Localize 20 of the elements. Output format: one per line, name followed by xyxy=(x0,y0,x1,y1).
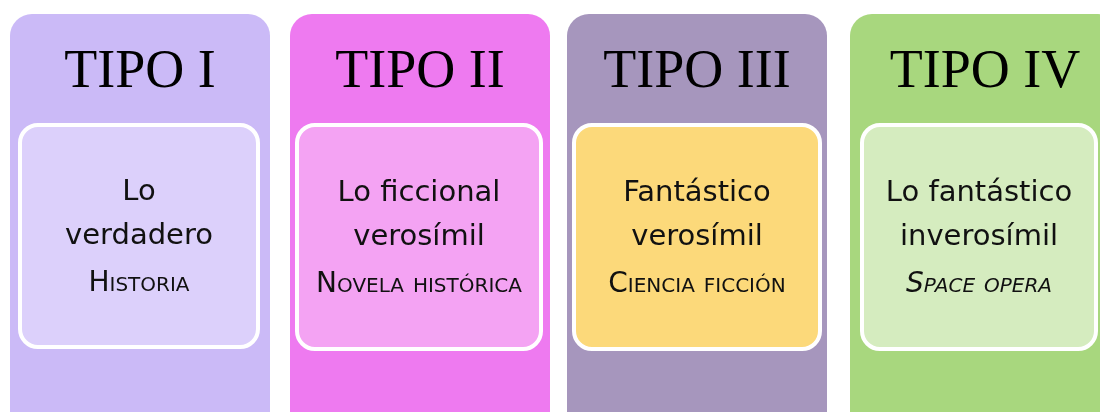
content-card xyxy=(572,123,822,351)
genre-text: Space opera xyxy=(905,265,1052,301)
genre-text: Novela histórica xyxy=(316,265,522,301)
type-heading: TIPO III xyxy=(602,38,792,100)
content-card xyxy=(295,123,543,351)
category-panel xyxy=(850,14,1100,412)
genre-text: Historia xyxy=(88,264,190,300)
genre-text: Ciencia ficción xyxy=(608,265,786,301)
content-card xyxy=(860,123,1098,351)
category-panel xyxy=(567,14,827,412)
category-panel xyxy=(10,14,270,412)
type-heading: TIPO I xyxy=(63,38,217,100)
concept-text: Lo fantástico inverosímil xyxy=(884,173,1074,254)
concept-text: Fantástico verosímil xyxy=(622,173,772,254)
category-panel xyxy=(290,14,550,412)
type-heading: TIPO IV xyxy=(888,38,1082,100)
type-heading: TIPO II xyxy=(334,38,506,100)
concept-text: Lo verdadero xyxy=(64,172,214,253)
concept-text: Lo ficcional verosímil xyxy=(336,173,502,254)
content-card xyxy=(18,123,260,349)
